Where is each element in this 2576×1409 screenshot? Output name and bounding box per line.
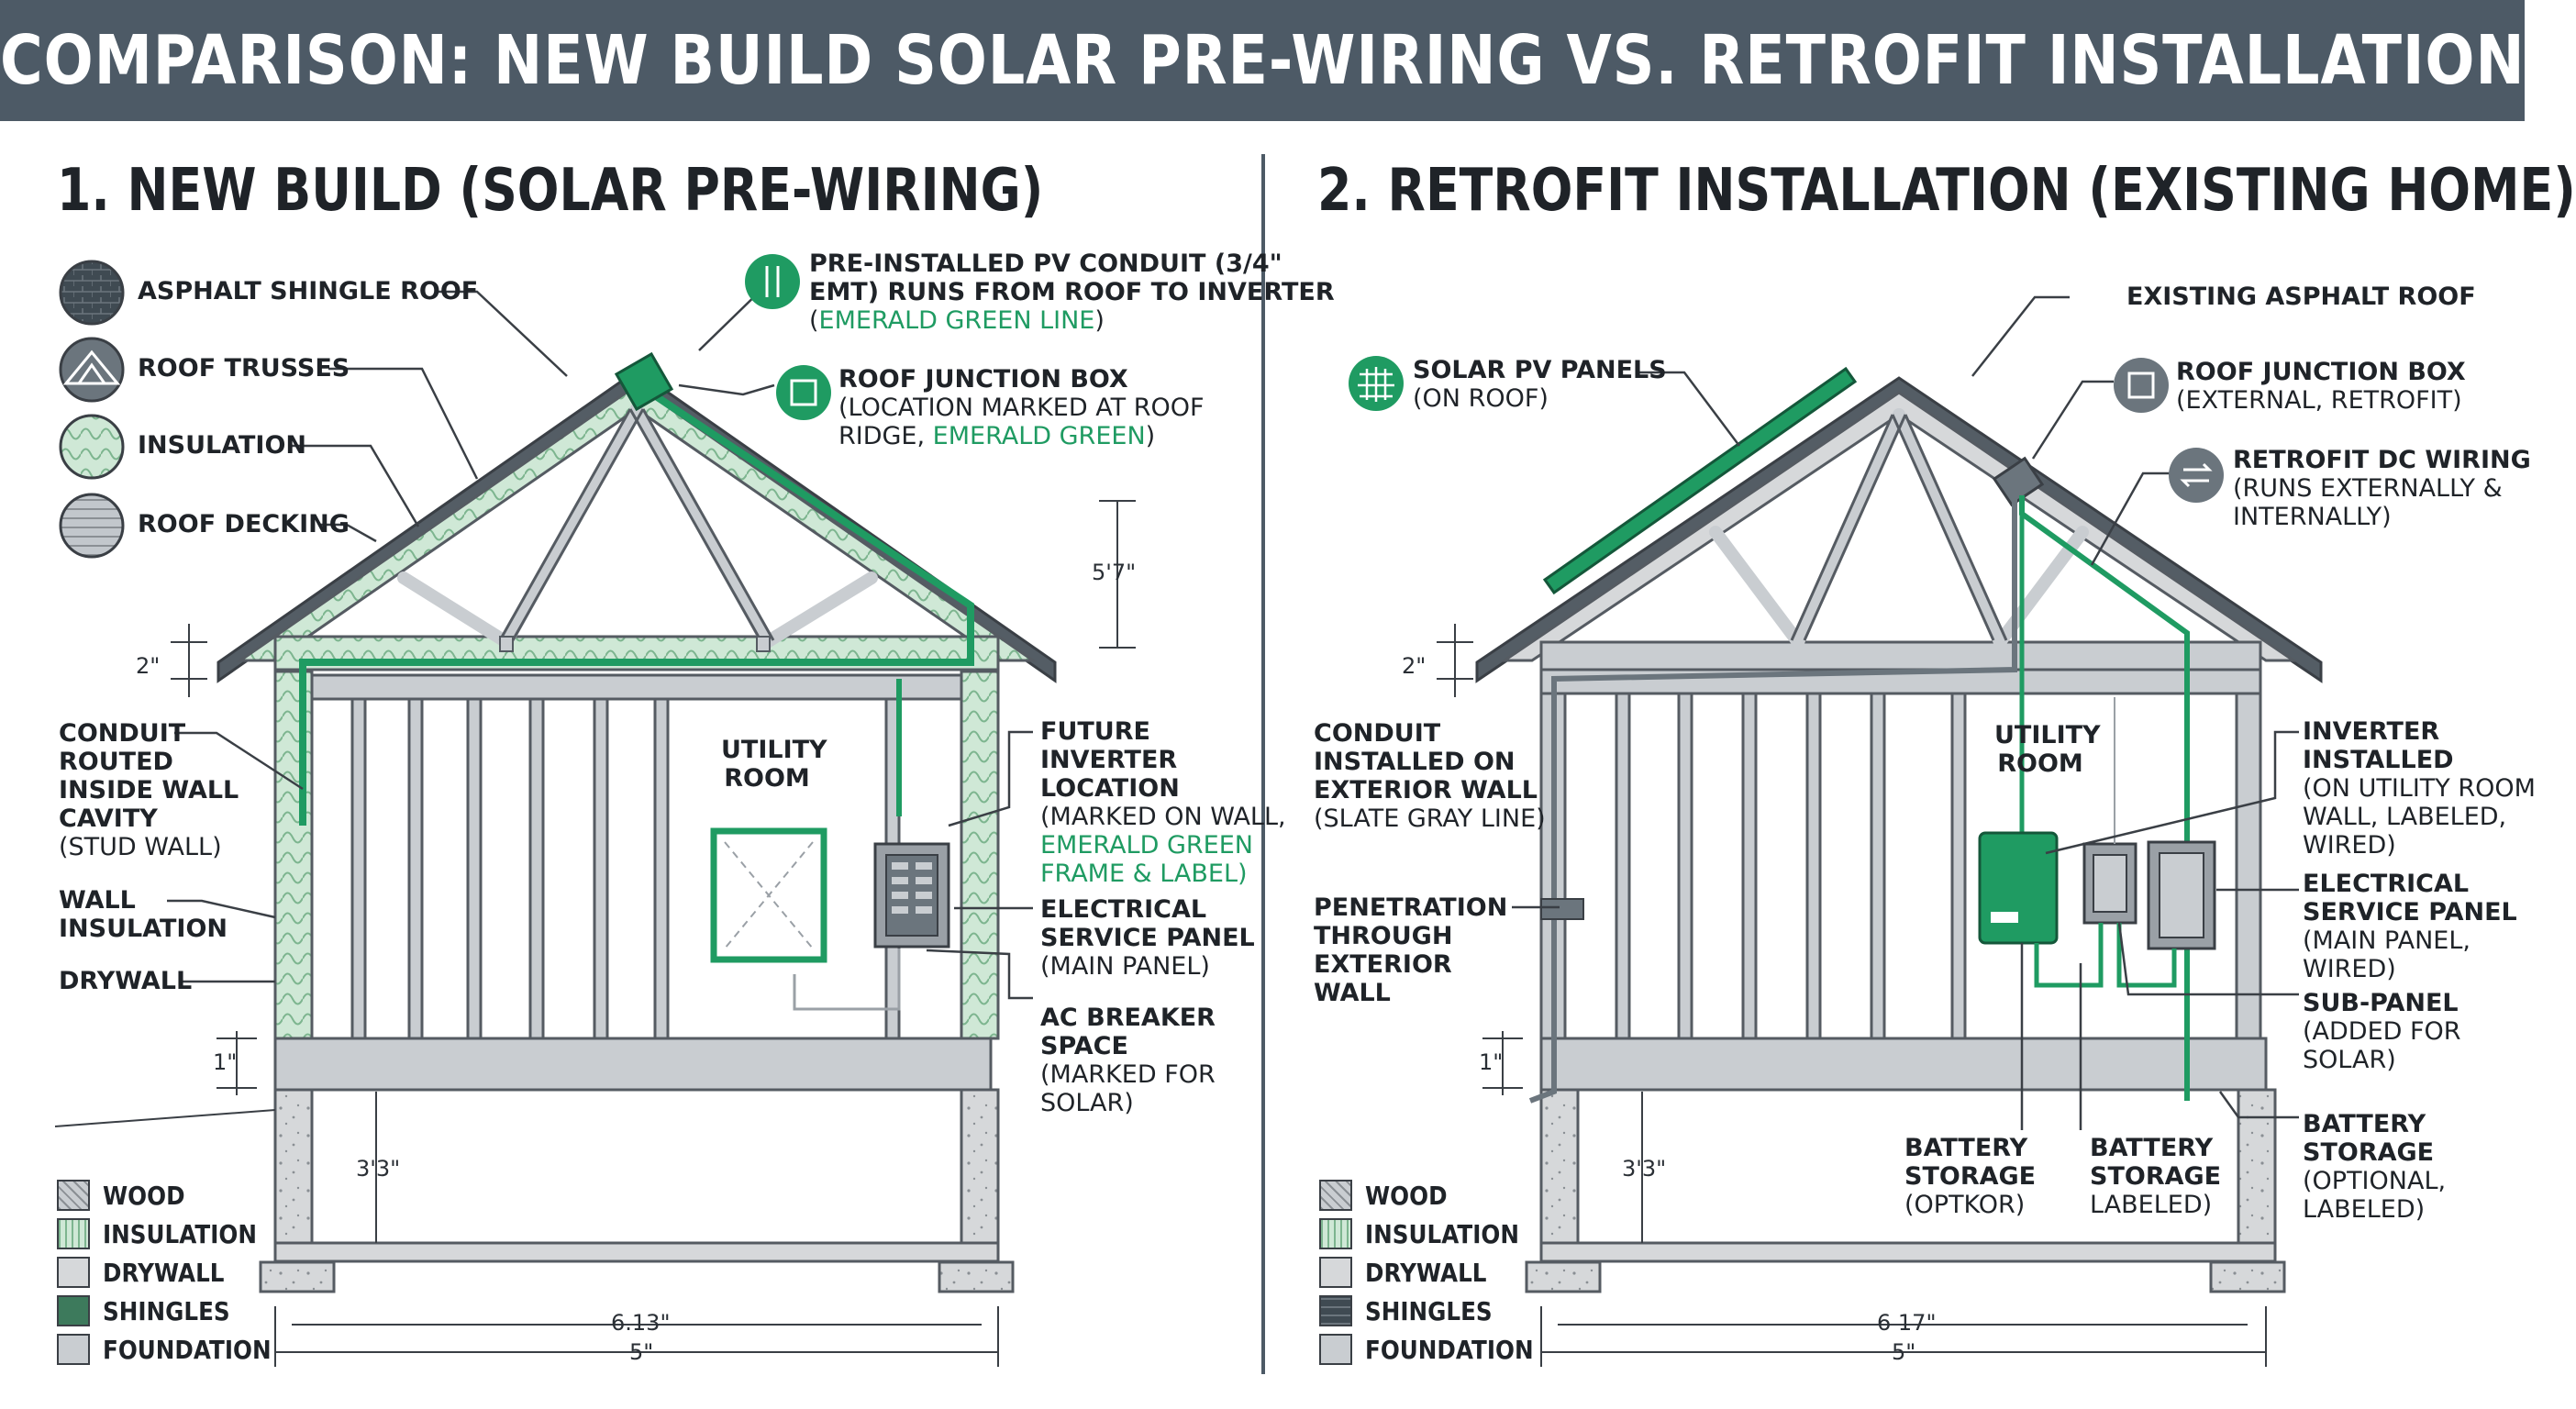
- pv-conduit-line: [299, 380, 974, 826]
- inverter: [1978, 831, 2059, 945]
- legend-item: INSULATION: [1319, 1215, 1668, 1253]
- legend-item: WOOD: [57, 1176, 405, 1215]
- dim-crawl: 3'3": [356, 1156, 401, 1182]
- legend-item: INSULATION: [57, 1215, 405, 1253]
- label-pv-conduit: PRE-INSTALLED PV CONDUIT (3/4" EMT) RUNS…: [809, 250, 1335, 335]
- label-wall-insulation: WALL INSULATION: [59, 886, 228, 943]
- label-roof-decking: ROOF DECKING: [138, 510, 350, 538]
- section-divider: [1261, 154, 1265, 1374]
- dim-roof-height: 5'7": [1092, 560, 1137, 585]
- label-service-panel: ELECTRICAL SERVICE PANEL (MAIN PANEL): [1040, 895, 1255, 981]
- title-banner: COMPARISON: NEW BUILD SOLAR PRE-WIRING V…: [0, 0, 2525, 121]
- label-battery-right: BATTERY STORAGE (OPTIONAL, LABELED): [2303, 1110, 2447, 1224]
- drywall-swatch: [1319, 1257, 1352, 1288]
- label-drywall: DRYWALL: [59, 967, 193, 995]
- wall-penetration: [1540, 898, 1584, 920]
- label-roof-trusses: ROOF TRUSSES: [138, 354, 350, 383]
- retrofit-roof: [1475, 376, 2323, 683]
- label-exterior-conduit: CONDUIT INSTALLED ON EXTERIOR WALL (SLAT…: [1314, 719, 1546, 833]
- foundation-swatch: [1319, 1334, 1352, 1365]
- dim-retrofit-crawl: 3'3": [1622, 1156, 1667, 1182]
- dimension-lines: [54, 500, 2267, 1367]
- foundation-swatch: [57, 1334, 90, 1365]
- ac-breaker-wire: [793, 949, 901, 1011]
- label-battery-b: BATTERY STORAGE LABELED): [2090, 1134, 2222, 1219]
- label-penetration: PENETRATION THROUGH EXTERIOR WALL: [1314, 893, 1508, 1007]
- dim-retrofit-eave: 2": [1402, 653, 1427, 679]
- label-solar-panels: SOLAR PV PANELS (ON ROOF): [1413, 356, 1667, 413]
- legend-item: FOUNDATION: [1319, 1330, 1668, 1369]
- label-battery-a: BATTERY STORAGE (OPTKOR): [1904, 1134, 2037, 1219]
- insulation-icon: [59, 414, 125, 480]
- label-sub-panel: SUB-PANEL (ADDED FOR SOLAR): [2303, 989, 2461, 1074]
- legend-item: SHINGLES: [1319, 1292, 1668, 1330]
- floor-deck: [273, 1037, 993, 1092]
- exterior-conduit: [1528, 495, 2017, 1104]
- label-utility-room: UTILITY ROOM: [721, 736, 827, 793]
- label-asphalt-roof: ASPHALT SHINGLE ROOF: [138, 277, 479, 305]
- retrofit-junction-icon: [2114, 358, 2169, 413]
- drywall-swatch: [57, 1257, 90, 1288]
- junction-box-icon: [776, 365, 831, 420]
- retrofit-title: 2. RETROFIT INSTALLATION (EXISTING HOME): [1317, 157, 2576, 225]
- dim-retrofit-width-outer: 5": [1892, 1339, 1916, 1365]
- label-dc-wiring: RETROFIT DC WIRING (RUNS EXTERNALLY & IN…: [2233, 446, 2531, 531]
- legend-new-build: WOOD INSULATION DRYWALL SHINGLES FOUNDAT…: [57, 1176, 405, 1369]
- legend-item: SHINGLES: [57, 1292, 405, 1330]
- label-roof-junction: ROOF JUNCTION BOX (LOCATION MARKED AT RO…: [838, 365, 1205, 450]
- solar-pv-array: [1542, 366, 1858, 595]
- new-build-title: 1. NEW BUILD (SOLAR PRE-WIRING): [57, 157, 1044, 225]
- wood-swatch: [1319, 1180, 1352, 1211]
- shingle-icon: [59, 260, 125, 326]
- legend-item: DRYWALL: [57, 1253, 405, 1292]
- insulation-swatch: [57, 1218, 90, 1249]
- dim-width-outer: 5": [629, 1339, 654, 1365]
- dim-eave: 2": [136, 653, 161, 679]
- label-retrofit-junction: ROOF JUNCTION BOX (EXTERNAL, RETROFIT): [2176, 358, 2466, 415]
- solar-panel-icon: [1349, 356, 1404, 411]
- roof-junction-box: [614, 351, 674, 412]
- label-ac-breaker: AC BREAKER SPACE (MARKED FOR SOLAR): [1040, 1004, 1216, 1117]
- conduit-icon: [745, 254, 800, 309]
- decking-icon: [59, 493, 125, 559]
- retrofit-junction-box: [1992, 456, 2045, 507]
- dim-retrofit-width-inner: 6 17": [1877, 1310, 1937, 1336]
- roof-trusses-outline: [498, 408, 775, 641]
- label-retrofit-service-panel: ELECTRICAL SERVICE PANEL (MAIN PANEL, WI…: [2303, 870, 2517, 983]
- label-existing-roof: EXISTING ASPHALT ROOF: [2126, 283, 2476, 311]
- page-title: COMPARISON: NEW BUILD SOLAR PRE-WIRING V…: [0, 21, 2526, 100]
- shingles-swatch: [1319, 1295, 1352, 1326]
- legend-item: DRYWALL: [1319, 1253, 1668, 1292]
- wood-swatch: [57, 1180, 90, 1211]
- label-retrofit-utility-room: UTILITY ROOM: [1994, 721, 2101, 778]
- right-wall-insulation: [960, 670, 1000, 1040]
- dim-floor: 1": [213, 1049, 238, 1075]
- dim-width-inner: 6.13": [611, 1310, 671, 1336]
- truss-icon: [59, 337, 125, 403]
- label-insulation: INSULATION: [138, 431, 307, 460]
- legend-item: WOOD: [1319, 1176, 1668, 1215]
- arrows-icon: [2169, 448, 2224, 503]
- legend-retrofit: WOOD INSULATION DRYWALL SHINGLES FOUNDAT…: [1319, 1176, 1668, 1369]
- label-conduit-inside-wall: CONDUIT ROUTED INSIDE WALL CAVITY (STUD …: [59, 719, 239, 861]
- label-inverter: INVERTER INSTALLED (ON UTILITY ROOM WALL…: [2303, 717, 2536, 860]
- crawl-slab: [273, 1241, 1000, 1263]
- shingles-swatch: [57, 1295, 90, 1326]
- legend-item: FOUNDATION: [57, 1330, 405, 1369]
- insulation-swatch: [1319, 1218, 1352, 1249]
- label-future-inverter: FUTURE INVERTER LOCATION (MARKED ON WALL…: [1040, 717, 1286, 888]
- leader-lines: [167, 283, 2299, 1130]
- foundation-right: [960, 1088, 1000, 1255]
- top-plate: [310, 673, 963, 701]
- roof-trusses: [397, 403, 878, 649]
- footing-right: [938, 1260, 1015, 1293]
- new-build-house: [217, 351, 1057, 1293]
- dim-retrofit-floor: 1": [1479, 1049, 1504, 1075]
- retrofit-wall-studs: [1615, 692, 1967, 1040]
